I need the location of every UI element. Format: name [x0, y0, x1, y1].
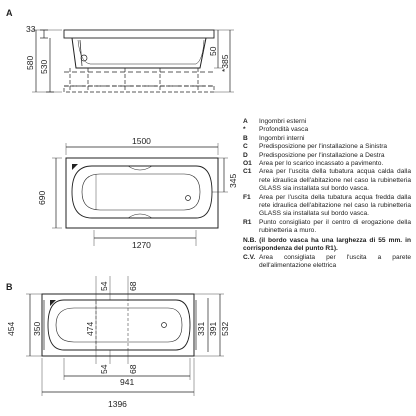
- legend-text: Ingombri interni: [259, 134, 305, 142]
- legend-note: N.B. (il bordo vasca ha una larghezza di…: [243, 236, 411, 253]
- legend-text: Predisposizione per l'installazione a Si…: [259, 143, 388, 151]
- legend-item: O1 Area per lo scarico incassato a pavim…: [243, 160, 411, 168]
- legend-item: C Predisposizione per l'installazione a …: [243, 143, 411, 151]
- dim-474: 474: [85, 322, 95, 336]
- legend-key: C1: [243, 168, 252, 176]
- front-elevation: [32, 29, 234, 93]
- top-view-b: [26, 276, 224, 396]
- legend-item: B Ingombri interni: [243, 135, 411, 143]
- legend-item: A Ingombri esterni: [243, 118, 411, 126]
- dim-50: 50: [208, 46, 218, 56]
- legend: A Ingombri esterni * Profondità vasca B …: [243, 118, 411, 270]
- legend-text: Profondità vasca: [259, 126, 309, 134]
- legend-key: C.V.: [243, 253, 256, 261]
- dim-1270: 1270: [132, 240, 151, 250]
- legend-item: D Predisposizione per l'installazione a …: [243, 152, 411, 160]
- legend-item-cv: C.V. Area consigliata per l'uscita a par…: [243, 254, 411, 271]
- dim-1500: 1500: [132, 136, 151, 146]
- dim-68-bottom: 68: [128, 364, 138, 374]
- legend-text: Ingombri esterni: [259, 118, 307, 125]
- legend-key: F1: [243, 193, 251, 201]
- legend-key: B: [243, 134, 248, 142]
- legend-text: Area per lo scarico incassato a paviment…: [259, 160, 384, 168]
- legend-text: Area per l'uscita della tubatura acqua f…: [259, 193, 411, 218]
- legend-text: Area consigliata per l'uscita a parete d…: [259, 253, 411, 269]
- dim-331: 331: [196, 322, 206, 336]
- legend-item: R1 Punto consigliato per il centro di er…: [243, 219, 411, 236]
- legend-text: Area per l'uscita della tubatura acqua c…: [259, 168, 411, 193]
- dim-33: 33: [26, 24, 36, 34]
- label-a: A: [6, 8, 13, 18]
- dim-690: 690: [37, 191, 47, 205]
- legend-item: * Profondità vasca: [243, 126, 411, 134]
- dim-54-top: 54: [99, 281, 109, 291]
- dim-345: 345: [228, 174, 238, 188]
- dim-350: 350: [32, 322, 42, 336]
- dim-454: 454: [6, 322, 16, 336]
- dim-54-bottom: 54: [99, 364, 109, 374]
- dim-580: 580: [25, 56, 35, 70]
- legend-item: F1 Area per l'uscita della tubatura acqu…: [243, 194, 411, 219]
- dim-530: 530: [39, 60, 49, 74]
- legend-text: Punto consigliato per il centro di eroga…: [259, 218, 411, 235]
- dim-1396: 1396: [108, 399, 127, 409]
- top-view-a: [52, 143, 228, 246]
- legend-key: R1: [243, 218, 252, 226]
- dim-391: 391: [208, 322, 218, 336]
- legend-key: D: [243, 151, 248, 159]
- legend-text: Predisposizione per l'installazione a De…: [259, 151, 385, 159]
- legend-item: C1 Area per l'uscita della tubatura acqu…: [243, 168, 411, 193]
- legend-key: A: [243, 118, 248, 125]
- legend-key: *: [243, 126, 246, 134]
- label-b: B: [6, 282, 13, 292]
- dim-68-top: 68: [128, 281, 138, 291]
- dim-941: 941: [120, 377, 134, 387]
- dim-385: *385: [220, 54, 230, 72]
- legend-key: O1: [243, 160, 252, 168]
- legend-key: C: [243, 143, 248, 151]
- dim-532: 532: [220, 322, 230, 336]
